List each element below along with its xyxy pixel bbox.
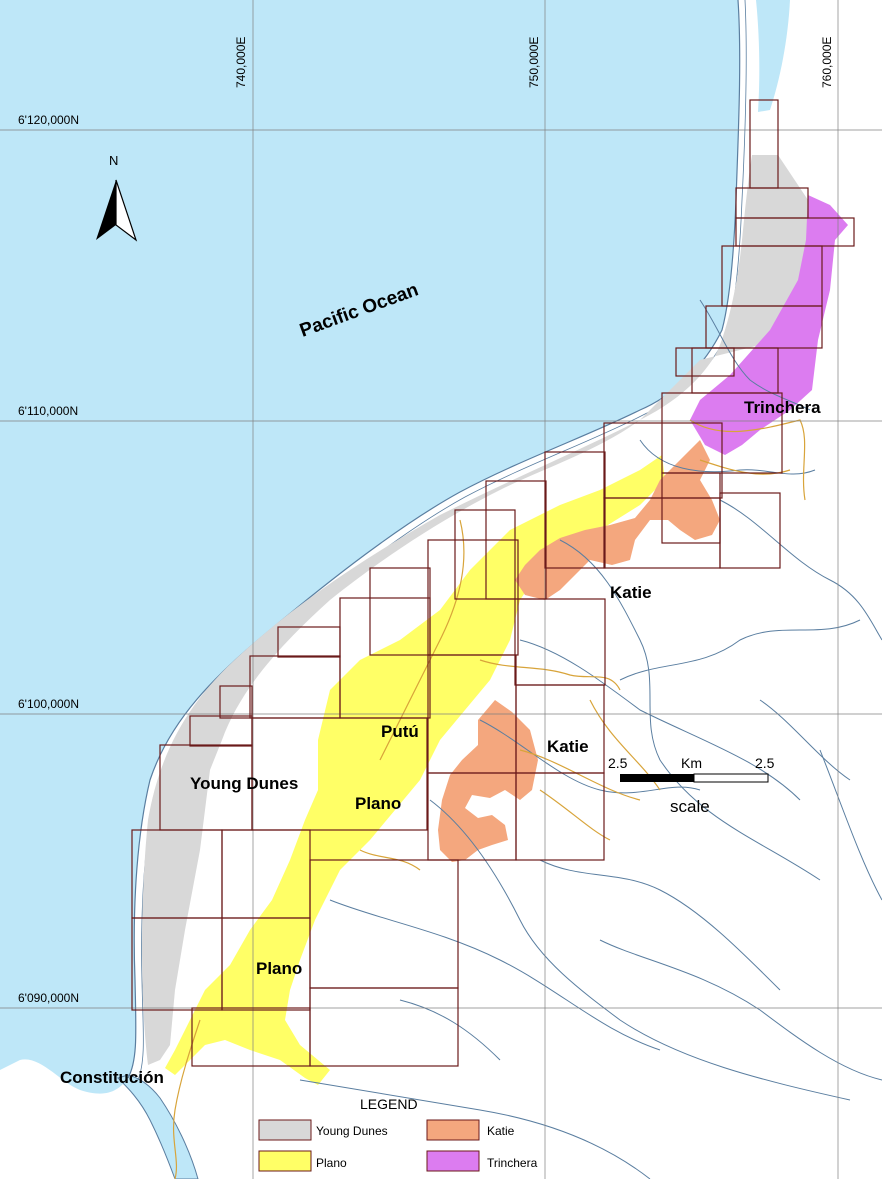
rivers [299,299,882,1179]
grid-label-northing-6100000: 6'100,000N [18,697,80,711]
legend-label-plano: Plano [316,1156,347,1170]
coastline [127,0,741,1079]
trinchera-area [690,195,848,455]
north-arrow-label: N [109,153,119,168]
grid-label-northing-6120000: 6'120,000N [18,113,80,127]
label-plano-south: Plano [256,959,303,978]
legend-label-trinchera: Trinchera [487,1156,538,1170]
scale-label: scale [670,797,710,816]
scale-left-value: 2.5 [608,755,628,771]
label-constitucion: Constitución [60,1068,164,1087]
plano-area [165,455,665,1085]
label-katie-north: Katie [610,583,652,602]
pacific-ocean-area [0,0,740,1094]
grid-label-northing-6090000: 6'090,000N [18,991,80,1005]
grid-label-easting-750000: 750,000E [527,36,541,88]
legend-label-young-dunes: Young Dunes [316,1124,388,1138]
label-plano-north: Plano [355,794,402,813]
legend-label-katie: Katie [487,1124,515,1138]
grid-label-northing-6110000: 6'110,000N [18,404,79,418]
label-katie-south: Katie [547,737,589,756]
grid-label-easting-760000: 760,000E [820,36,834,88]
concession-outlines [131,99,855,1067]
river-mouth-north-water [756,0,790,112]
north-arrow-icon [96,179,138,242]
label-trinchera: Trinchera [744,398,821,417]
katie-north-area [515,440,720,600]
scale-right-value: 2.5 [755,755,775,771]
label-young-dunes: Young Dunes [190,774,299,793]
legend-swatches [258,1119,480,1172]
legend-title: LEGEND [360,1096,418,1112]
scale-bar [620,773,769,783]
label-putu: Putú [381,722,419,741]
scale-unit: Km [681,755,702,771]
grid-label-easting-740000: 740,000E [234,36,248,88]
